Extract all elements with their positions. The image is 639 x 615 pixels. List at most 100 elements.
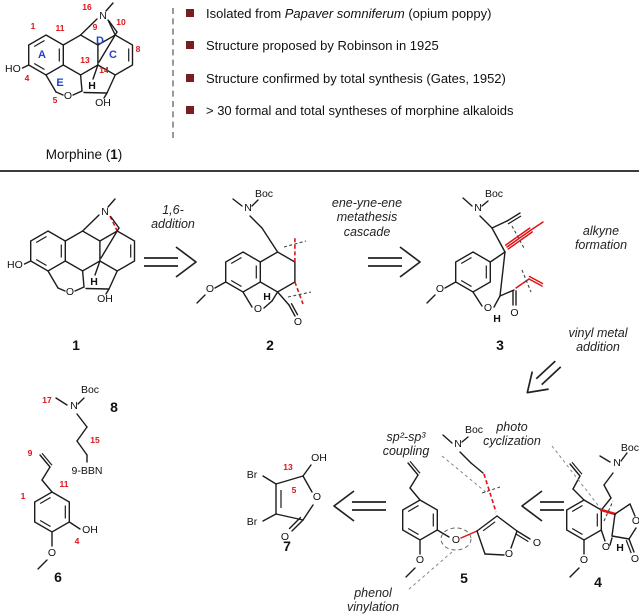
compound-number-6: 6 — [54, 569, 62, 585]
ring-label-a: A — [38, 49, 46, 61]
annotation-sp2-sp3-coupling: sp²-sp³ coupling — [382, 430, 430, 459]
atom-number-9: 9 — [93, 22, 98, 32]
atom-label-ome: O — [580, 554, 588, 566]
ring-label-c: C — [109, 49, 117, 61]
atom-number-10: 10 — [116, 17, 126, 27]
atom-label-h: H — [90, 276, 98, 288]
atom-number-5: 5 — [53, 95, 58, 105]
retro-arrow-2 — [368, 246, 421, 278]
retro-arrow-left-2 — [521, 490, 564, 522]
atom-label-9bbn: 9-BBN — [72, 465, 103, 477]
square-bullet-icon — [186, 9, 194, 17]
structure-5: Boc N O O O O 5 — [402, 424, 541, 591]
structure-1: HO N O OH H 1 — [7, 198, 136, 353]
structure-3: Boc N O O O H 3 — [426, 188, 544, 353]
atom-label-ome: O — [436, 283, 444, 295]
bullet-text-italic: Papaver somniferum — [284, 6, 405, 21]
atom-label-n: N — [244, 202, 252, 214]
atom-number-4: 4 — [75, 536, 80, 546]
atom-label-oket: O — [510, 307, 518, 319]
annotation-alkyne-formation: alkyne formation — [574, 224, 628, 253]
atom-label-boc: Boc — [465, 424, 483, 436]
ring-label-e: E — [56, 77, 63, 89]
atom-number-17: 17 — [42, 395, 52, 405]
atom-label-oket: O — [533, 537, 541, 549]
caption-name: Morphine ( — [45, 147, 111, 162]
compound-number-8: 8 — [110, 399, 118, 415]
compound-number-2: 2 — [266, 337, 274, 353]
bullet-text-post: (opium poppy) — [404, 6, 492, 21]
atom-label-oh: OH — [97, 293, 113, 305]
list-item: Structure confirmed by total synthesis (… — [186, 71, 634, 87]
atom-label-n: N — [613, 457, 621, 469]
vertical-dashed-divider — [172, 8, 174, 138]
atom-number-8: 8 — [136, 44, 141, 54]
retro-arrow-left-1 — [333, 490, 386, 522]
structure-6: OH O 9 11 1 4 6 — [21, 448, 98, 585]
atom-label-oh: OH — [82, 524, 98, 536]
morphine-caption: Morphine (1) — [2, 147, 166, 162]
structure-8: Boc N 9-BBN 17 15 8 — [42, 384, 118, 477]
atom-label-boc: Boc — [485, 188, 503, 200]
atom-label-h: H — [88, 80, 96, 92]
atom-number-5: 5 — [292, 485, 297, 495]
structure-7: Br Br OH O O 13 5 7 — [247, 452, 327, 554]
atom-label-ho: HO — [7, 259, 23, 271]
atom-label-boc: Boc — [81, 384, 99, 396]
atom-number-11: 11 — [60, 479, 69, 489]
atom-number-13: 13 — [283, 462, 293, 472]
structure-morphine: HO N O OH H 1 11 16 9 10 13 14 8 4 5 A D… — [5, 2, 141, 109]
list-item: Isolated from Papaver somniferum (opium … — [186, 6, 634, 22]
atom-label-boc: Boc — [255, 188, 273, 200]
atom-label-ome: O — [48, 547, 56, 559]
atom-label-ofuran: O — [254, 303, 262, 315]
atom-label-o: O — [66, 286, 74, 298]
atom-label-br2: Br — [247, 516, 258, 528]
list-item: > 30 formal and total syntheses of morph… — [186, 103, 634, 119]
atom-label-ofuran: O — [484, 302, 492, 314]
atom-label-boc: Boc — [621, 442, 639, 454]
structure-2: Boc N O O O H 2 — [196, 188, 312, 353]
atom-number-15: 15 — [90, 435, 100, 445]
atom-number-11: 11 — [56, 23, 65, 33]
atom-label-n: N — [101, 206, 109, 218]
atom-label-ome: O — [416, 554, 424, 566]
atom-label-oket: O — [281, 531, 289, 543]
atom-label-ho: HO — [5, 63, 21, 75]
atom-label-h: H — [616, 542, 624, 554]
atom-number-9: 9 — [28, 448, 33, 458]
atom-number-1: 1 — [31, 21, 36, 31]
atom-label-h: H — [493, 313, 501, 325]
bullet-text-pre: Isolated from — [206, 6, 285, 21]
atom-label-oring: O — [313, 491, 321, 503]
annotation-16-addition: 1,6-addition — [151, 203, 195, 232]
atom-label-oring: O — [505, 548, 513, 560]
atom-number-13: 13 — [80, 55, 90, 65]
list-item: Structure proposed by Robinson in 1925 — [186, 38, 634, 54]
atom-label-n: N — [70, 400, 78, 412]
retro-arrow-1 — [144, 246, 197, 278]
atom-label-oket: O — [631, 553, 639, 565]
atom-number-1: 1 — [21, 491, 26, 501]
atom-number-4: 4 — [25, 73, 30, 83]
atom-label-n: N — [474, 202, 482, 214]
bullet-text: Structure proposed by Robinson in 1925 — [206, 38, 439, 54]
atom-label-oaryl: O — [452, 534, 460, 546]
bullet-text: > 30 formal and total syntheses of morph… — [206, 102, 514, 118]
caption-close: ) — [117, 147, 123, 162]
bullet-text: Isolated from Papaver somniferum (opium … — [206, 6, 491, 22]
atom-number-14: 14 — [99, 65, 109, 75]
atom-number-16: 16 — [82, 2, 92, 12]
compound-number-4: 4 — [594, 574, 602, 590]
square-bullet-icon — [186, 105, 194, 114]
atom-label-oring: O — [632, 515, 639, 527]
annotation-photo-cyclization: photo cyclization — [483, 420, 541, 449]
annotation-metathesis: ene-yne-ene metathesis cascade — [331, 196, 403, 239]
caption-number: 1 — [110, 147, 118, 162]
atom-label-ofuran: O — [602, 541, 610, 553]
square-bullet-icon — [186, 73, 194, 82]
square-bullet-icon — [186, 41, 194, 50]
structure-4: N Boc O O O O H 4 — [551, 442, 639, 590]
atom-label-n: N — [454, 438, 462, 450]
